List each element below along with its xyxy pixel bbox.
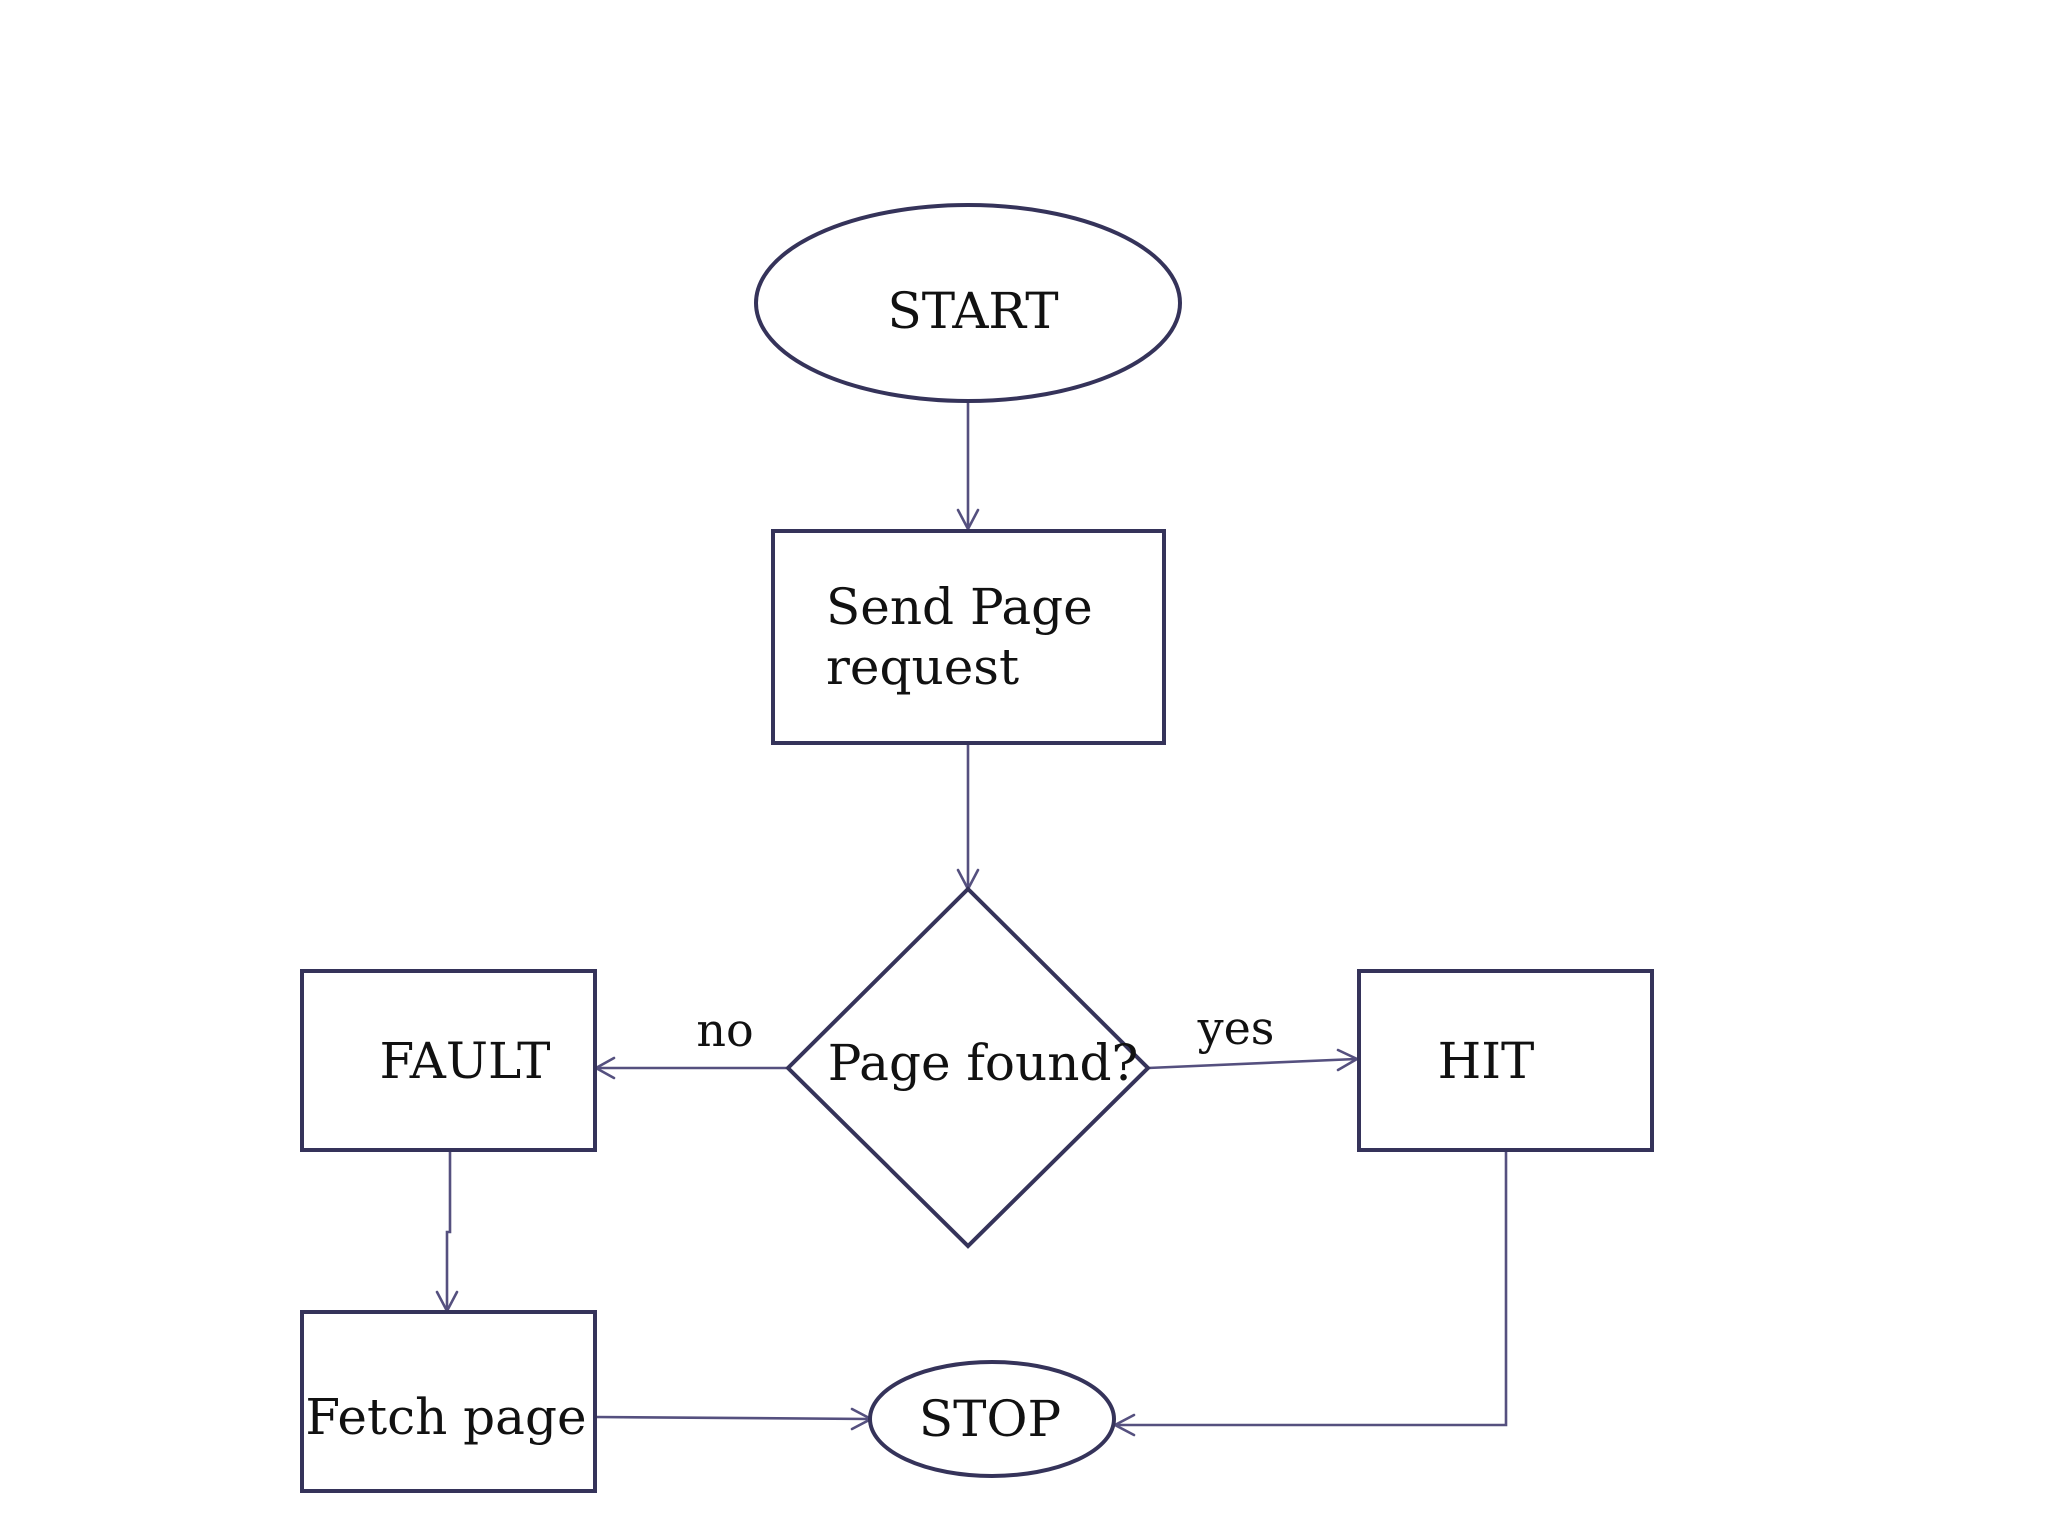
- fault-box: [300, 969, 597, 1152]
- stop-ellipse: [868, 1360, 1116, 1478]
- node-stop: STOP: [868, 1360, 1116, 1478]
- node-send-page-request: Send Page request: [771, 529, 1166, 745]
- hit-label: HIT: [1438, 1032, 1535, 1090]
- edge-fetch-to-stop: [594, 1407, 874, 1431]
- decision-diamond: [785, 886, 1151, 1249]
- fetch-page-label: Fetch page: [305, 1388, 586, 1446]
- start-label: START: [887, 282, 1058, 340]
- node-hit: HIT: [1357, 969, 1654, 1152]
- decision-label: Page found?: [828, 1034, 1139, 1092]
- hit-box: [1357, 969, 1654, 1152]
- edge-fault-to-fetch: [435, 1150, 459, 1314]
- send-page-request-box: [771, 529, 1166, 745]
- edge-send-to-decision: [956, 744, 980, 892]
- edge-label-yes: yes: [1197, 1001, 1275, 1055]
- node-page-found-decision: Page found?: [785, 886, 1151, 1249]
- fault-label: FAULT: [379, 1032, 550, 1090]
- edge-start-to-send: [956, 402, 980, 532]
- start-ellipse: [754, 203, 1182, 403]
- stop-label: STOP: [919, 1390, 1061, 1448]
- fetch-page-box: [300, 1310, 597, 1493]
- send-page-request-label-line2: request: [826, 638, 1019, 696]
- send-page-request-label-line1: Send Page: [826, 578, 1093, 636]
- node-fetch-page: Fetch page: [300, 1310, 597, 1493]
- node-start: START: [754, 203, 1182, 403]
- edge-decision-to-fault: [593, 1056, 788, 1080]
- node-fault: FAULT: [300, 969, 597, 1152]
- edge-label-no: no: [696, 1003, 753, 1057]
- edge-hit-to-stop: [1112, 1150, 1508, 1437]
